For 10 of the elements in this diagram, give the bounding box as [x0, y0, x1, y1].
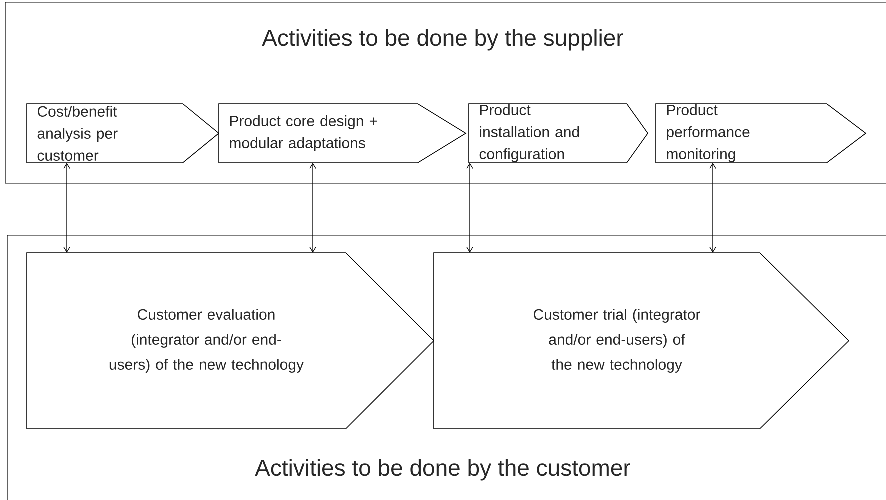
chevron-box: Product installation and configuration	[468, 104, 648, 164]
double-arrow	[64, 163, 70, 253]
chevron-box: Product core design + modular adaptations	[218, 104, 467, 164]
double-arrow	[310, 163, 316, 253]
chevron-box: Cost/benefit analysis per customer	[26, 104, 220, 164]
double-arrow	[466, 163, 474, 253]
double-arrow	[710, 163, 716, 253]
chevron-box: Product performance monitoring	[656, 104, 867, 164]
chevron-box: Customer trial (integrator and/or end-users) of the new technology	[434, 252, 850, 430]
chevron-box: Customer evaluation (integrator and/or end-users) of the new technology	[26, 252, 435, 430]
